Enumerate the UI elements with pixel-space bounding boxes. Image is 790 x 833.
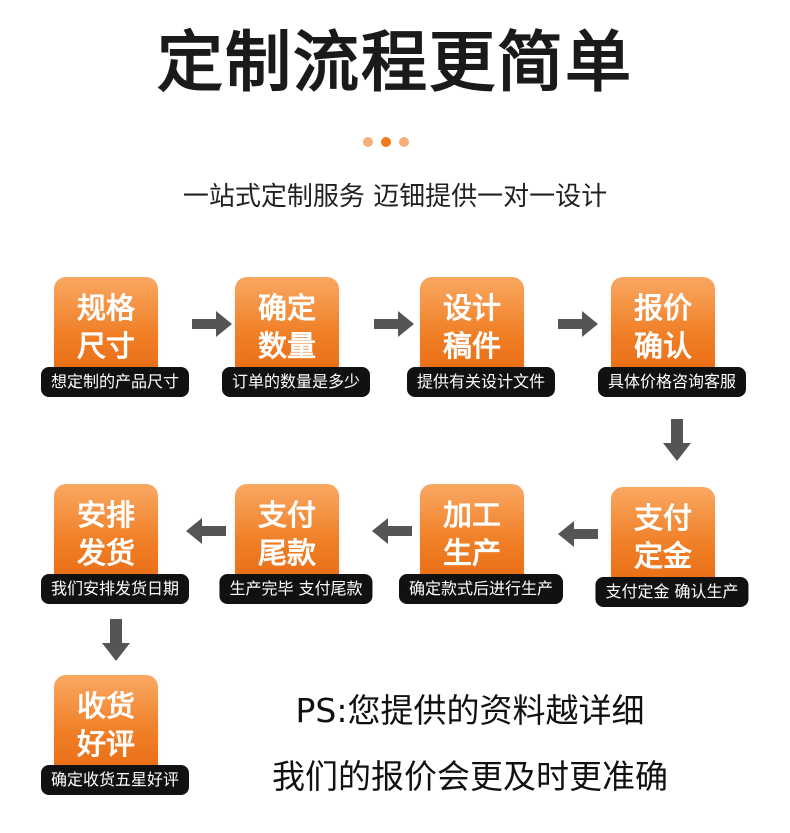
arrow-left-icon xyxy=(558,521,598,547)
step-card: 加工 生产 xyxy=(420,484,524,588)
step-card: 支付 尾款 xyxy=(235,484,339,588)
step-title-line1: 支付 xyxy=(257,498,316,532)
step-title-line2: 好评 xyxy=(76,727,135,761)
step-title-line1: 收货 xyxy=(76,689,135,723)
step-label: 提供有关设计文件 xyxy=(406,367,556,397)
arrow-down-icon xyxy=(102,619,130,661)
step-card: 确定 数量 xyxy=(235,277,339,381)
page-subtitle: 一站式定制服务 迈钿提供一对一设计 xyxy=(182,182,608,212)
decorative-dots xyxy=(0,135,790,149)
step-title-line2: 确认 xyxy=(633,329,692,363)
ps-note-line1: PS:您提供的资料越详细 xyxy=(295,691,645,730)
dot-icon xyxy=(399,137,409,147)
step-card: 收货 好评 xyxy=(54,675,158,779)
step-label: 确定收货五星好评 xyxy=(40,765,190,795)
arrow-left-icon xyxy=(186,518,226,544)
step-title-line2: 尾款 xyxy=(257,536,316,570)
step-title-line2: 稿件 xyxy=(442,329,501,363)
step-title-line1: 设计 xyxy=(442,291,501,325)
step-title-line2: 发货 xyxy=(76,536,135,570)
dot-icon xyxy=(363,137,373,147)
step-title-line2: 尺寸 xyxy=(76,329,135,363)
step-card: 设计 稿件 xyxy=(420,277,524,381)
step-label: 想定制的产品尺寸 xyxy=(40,367,190,397)
arrow-left-icon xyxy=(372,518,412,544)
step-label: 生产完毕 支付尾款 xyxy=(219,574,373,604)
dot-icon xyxy=(381,137,391,147)
step-title-line2: 数量 xyxy=(257,329,316,363)
step-title-line1: 规格 xyxy=(76,291,135,325)
step-title-line1: 安排 xyxy=(76,498,135,532)
page-title: 定制流程更简单 xyxy=(157,24,633,101)
step-label: 支付定金 确认生产 xyxy=(595,577,749,607)
step-label: 确定款式后进行生产 xyxy=(398,574,564,604)
step-title-line2: 生产 xyxy=(442,536,501,570)
arrow-down-icon xyxy=(663,419,691,461)
step-label: 我们安排发货日期 xyxy=(40,574,190,604)
arrow-right-icon xyxy=(192,311,232,337)
step-card: 报价 确认 xyxy=(611,277,715,381)
step-title-line2: 定金 xyxy=(633,539,692,573)
step-card: 规格 尺寸 xyxy=(54,277,158,381)
step-label: 具体价格咨询客服 xyxy=(597,367,747,397)
arrow-right-icon xyxy=(558,311,598,337)
arrow-right-icon xyxy=(374,311,414,337)
step-title-line1: 加工 xyxy=(442,498,501,532)
step-title-line1: 支付 xyxy=(633,501,692,535)
ps-note-line2: 我们的报价会更及时更准确 xyxy=(272,757,668,796)
step-card: 支付 定金 xyxy=(611,487,715,591)
step-card: 安排 发货 xyxy=(54,484,158,588)
step-title-line1: 报价 xyxy=(633,291,692,325)
step-label: 订单的数量是多少 xyxy=(221,367,371,397)
step-title-line1: 确定 xyxy=(257,291,316,325)
